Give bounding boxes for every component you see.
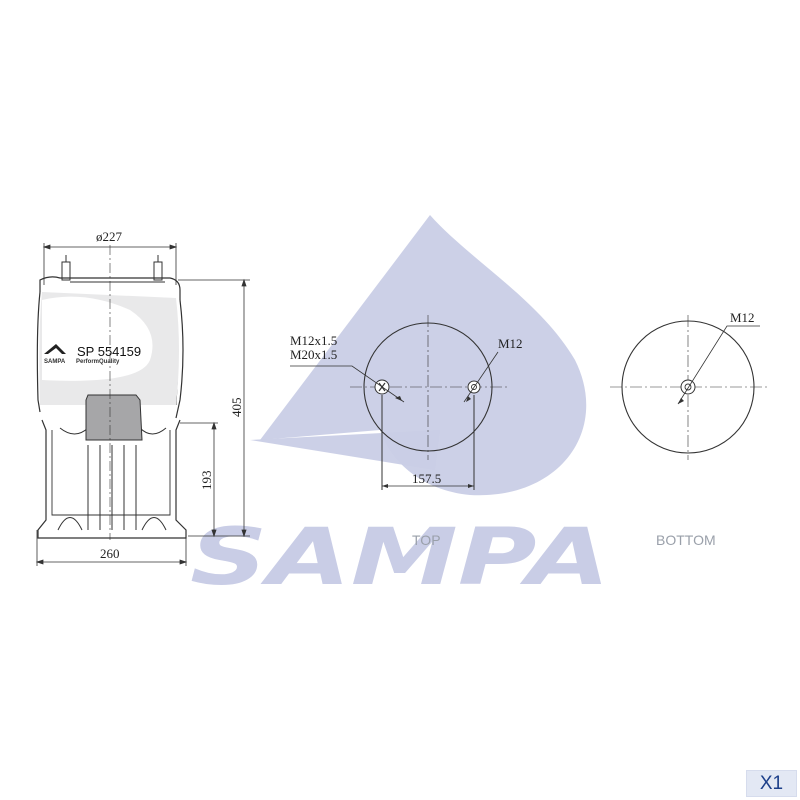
side-dimensions <box>35 243 250 566</box>
side-view <box>36 245 187 540</box>
quantity-badge: X1 <box>746 770 797 797</box>
bottom-view <box>610 315 768 460</box>
quantity-text: X1 <box>759 772 784 794</box>
small-logo-tagline: PerformQuality <box>76 359 120 365</box>
dim-bolt-spacing: 157.5 <box>412 471 441 486</box>
bottom-view-label: BOTTOM <box>656 532 716 548</box>
dim-top-diameter: ø227 <box>96 229 123 244</box>
bottom-thread-label: M12 <box>730 310 755 325</box>
top-view <box>290 315 510 490</box>
watermark-brand: SAMPA <box>190 513 610 603</box>
top-thread-label-2: M20x1.5 <box>290 347 337 362</box>
small-logo-brand: SAMPA <box>44 359 66 365</box>
dim-height-piston: 193 <box>199 471 214 491</box>
small-logo-mark <box>44 344 66 354</box>
part-number: SP 554159 <box>77 344 141 359</box>
dim-base-width: 260 <box>100 546 120 561</box>
top-view-label: TOP <box>412 532 441 548</box>
top-thread-label-1: M12x1.5 <box>290 333 337 348</box>
dim-height-total: 405 <box>229 398 244 418</box>
top-thread-label-right: M12 <box>498 336 523 351</box>
